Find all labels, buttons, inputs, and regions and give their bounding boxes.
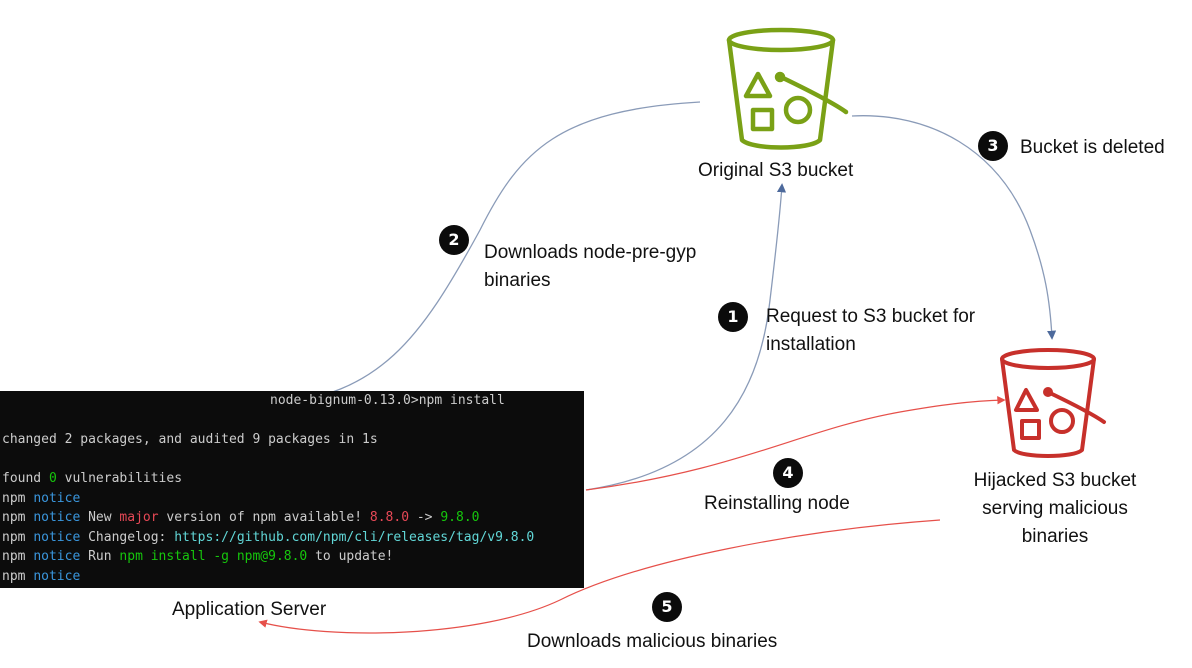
step-2-badge: 2: [439, 225, 469, 255]
terminal-changelog-line: npm notice Changelog: https://github.com…: [2, 529, 535, 545]
original-bucket-label: Original S3 bucket: [698, 160, 854, 181]
step-1-label: Request to S3 bucket for installation: [766, 306, 976, 355]
step-5-label: Downloads malicious binaries: [527, 631, 778, 652]
terminal-notice-line: npm notice: [2, 568, 81, 584]
arrow-step-4: [585, 396, 1006, 491]
arrow-step-1: [585, 183, 787, 491]
terminal-changed-line: changed 2 packages, and audited 9 packag…: [2, 432, 378, 447]
step-2-label: Downloads node-pre-gyp binaries: [484, 242, 697, 291]
hijacked-bucket-icon: [1000, 348, 1106, 458]
terminal-notice-line: npm notice: [2, 490, 81, 506]
step-1-badge: 1: [718, 302, 748, 332]
terminal-window: node-bignum-0.13.0>npm install changed 2…: [0, 391, 584, 588]
arrow-step-2: [268, 101, 701, 409]
terminal-blank-line: [2, 411, 584, 431]
terminal-prompt: node-bignum-0.13.0>npm install: [270, 393, 505, 408]
step-3-badge: 3: [978, 131, 1008, 161]
original-bucket-icon: [726, 27, 849, 150]
step-4-badge: 4: [773, 458, 803, 488]
step-3-label: Bucket is deleted: [1020, 137, 1165, 158]
terminal-blank-line: [2, 450, 584, 470]
terminal-found-line: found 0 vulnerabilities: [2, 471, 183, 486]
arrow-step-3: [851, 115, 1057, 340]
arrow-step-5: [258, 519, 941, 634]
changelog-link[interactable]: https://github.com/npm/cli/releases/tag/…: [174, 529, 535, 545]
app-server-label: Application Server: [172, 599, 327, 620]
terminal-new-version-line: npm notice New major version of npm avai…: [2, 510, 480, 525]
terminal-run-line: npm notice Run npm install -g npm@9.8.0 …: [2, 549, 394, 564]
step-5-badge: 5: [652, 592, 682, 622]
hijacked-bucket-label: Hijacked S3 bucket serving malicious bin…: [973, 470, 1137, 547]
step-4-label: Reinstalling node: [704, 493, 850, 514]
